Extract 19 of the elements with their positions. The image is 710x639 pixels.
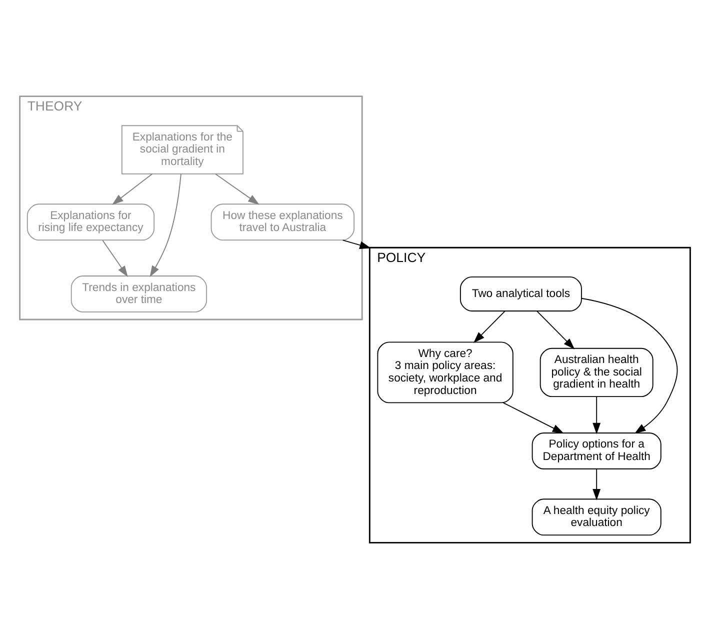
arrow [592,468,601,500]
node-box: Two analytical tools [460,276,582,312]
node-box: Why care? 3 main policy areas: society, workplace and reproduction [377,342,514,404]
arrow [473,310,506,343]
node-box: A health equity policy evaluation [532,498,662,536]
node-box: Trends in explanations over time [70,276,208,312]
node-box: How these explanations travel to Australia [210,204,355,241]
arrow [215,174,260,205]
arrow [342,240,372,249]
node-box: Policy options for a Department of Health [532,432,662,470]
arrow [102,240,128,278]
arrow [112,174,153,205]
arrow [581,298,678,434]
arrow [592,396,601,434]
arrow [150,174,182,278]
arrow [536,310,575,350]
arrow [502,402,564,434]
node-box: Australian health policy & the social gradient in health [540,348,654,398]
node-box: Explanations for rising life expectancy [26,204,155,241]
